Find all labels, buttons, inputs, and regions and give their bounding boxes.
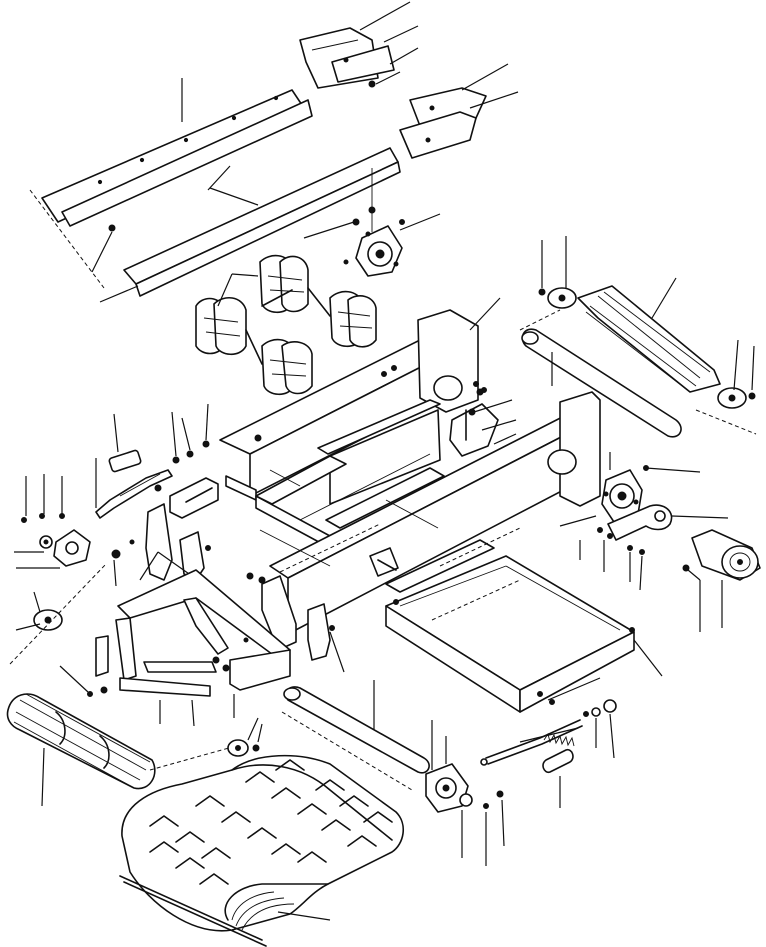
collection-tray: [385, 555, 663, 713]
right-brush-assembly: [519, 236, 757, 435]
left-shaft-assembly: [95, 403, 262, 581]
brush-end-bearing: [227, 717, 263, 757]
drive-flange-lower: [425, 720, 505, 866]
hydraulic-motor: [682, 529, 761, 632]
drive-flange-front: [559, 452, 729, 591]
scraper-strip: [91, 147, 401, 303]
left-brush-bundle: [6, 693, 237, 807]
side-shield-right: [399, 63, 519, 159]
conveyor-belt: [119, 754, 404, 947]
front-roller: [281, 680, 430, 791]
right-roller: [521, 328, 682, 438]
bearing-flange-upper: [303, 168, 441, 277]
main-frame: [219, 297, 601, 673]
spring-shaft: [480, 677, 617, 808]
lower-frame-brackets: [59, 569, 291, 727]
scraper-blade: [29, 78, 313, 289]
paddle-rotor: [195, 254, 377, 396]
top-cover-plate: [299, 1, 419, 89]
left-bearing-block: [9, 474, 135, 665]
